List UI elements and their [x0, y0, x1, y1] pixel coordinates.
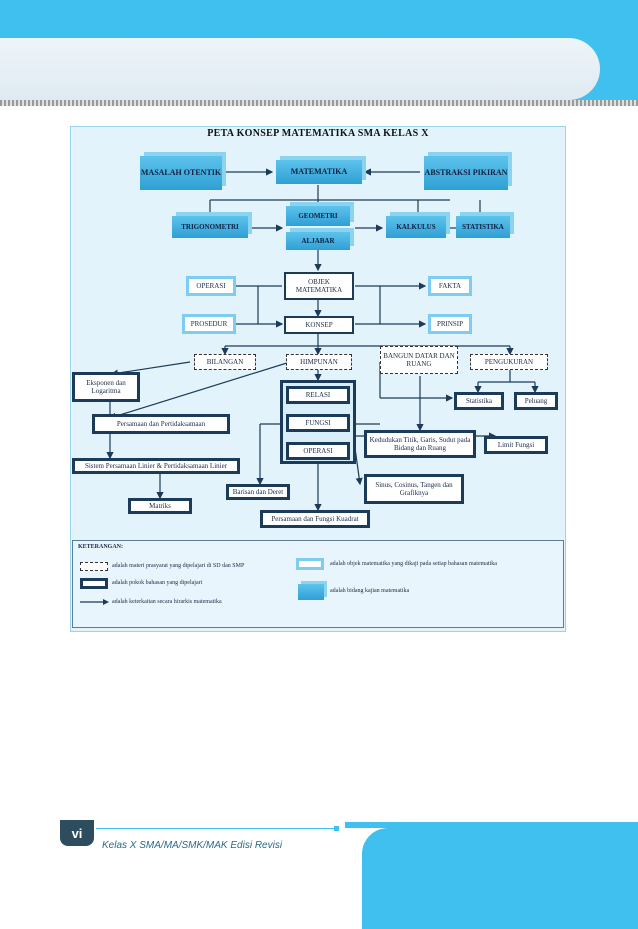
node-aljabar: ALJABAR: [286, 232, 350, 250]
node-fungsi: FUNGSI: [286, 414, 350, 432]
node-kuadrat: Persamaan dan Fungsi Kuadrat: [260, 510, 370, 528]
concept-map-title: PETA KONSEP MATEMATIKA SMA KELAS X: [207, 128, 429, 139]
legend-light-text: adalah objek matematika yang dikaji pada…: [330, 561, 497, 567]
node-fakta: FAKTA: [428, 276, 472, 296]
legend-cube-text: adalah bidang kajian matematika: [330, 588, 410, 594]
node-prosedur: PROSEDUR: [182, 314, 236, 334]
node-persamaan-pertidaksamaan: Persamaan dan Pertidaksamaan: [92, 414, 230, 434]
node-geometri: GEOMETRI: [286, 206, 350, 226]
node-relasi: RELASI: [286, 386, 350, 404]
node-eksponen: Eksponen dan Logaritma: [72, 372, 140, 402]
node-pengukuran: PENGUKURAN: [470, 354, 548, 370]
legend-title: KETERANGAN:: [78, 544, 124, 550]
legend-cube-sample: [298, 584, 324, 600]
legend-dotted-text: adalah materi prasyarat yang dipelajari …: [112, 563, 245, 569]
node-sinus: Sinus, Cosinus, Tangen dan Grafiknya: [364, 474, 464, 504]
node-abstraksi-pikiran: ABSTRAKSI PIKIRAN: [424, 156, 508, 190]
footer-line: [96, 828, 336, 829]
node-statistika-top: STATISTIKA: [456, 216, 510, 238]
node-limit-fungsi: Limit Fungsi: [484, 436, 548, 454]
legend-thick-text: adalah pokok bahasan yang dipelajari: [112, 580, 203, 586]
node-kalkulus: KALKULUS: [386, 216, 446, 238]
header-card: [0, 38, 600, 100]
legend-thick-sample: [80, 578, 108, 589]
node-konsep: KONSEP: [284, 316, 354, 334]
node-masalah-otentik: MASALAH OTENTIK: [140, 156, 222, 190]
node-himpunan: HIMPUNAN: [286, 354, 352, 370]
node-operasi: OPERASI: [286, 442, 350, 460]
footer-bar: [345, 822, 638, 828]
node-objek-matematika: OBJEK MATEMATIKA: [284, 272, 354, 300]
node-prinsip: PRINSIP: [428, 314, 472, 334]
footer-dot: [334, 826, 339, 831]
footer-blue-shape: [362, 828, 638, 929]
node-bangun-datar: BANGUN DATAR DAN RUANG: [380, 346, 458, 374]
node-spl: Sistem Persamaan Linier & Pertidaksamaan…: [72, 458, 240, 474]
legend-arrow-sample: [80, 599, 109, 605]
header-stripe: [0, 100, 638, 106]
node-trigonometri: TRIGONOMETRI: [172, 216, 248, 238]
node-statistika: Statistika: [454, 392, 504, 410]
node-peluang: Peluang: [514, 392, 558, 410]
node-bilangan: BILANGAN: [194, 354, 256, 370]
node-barisan: Barisan dan Deret: [226, 484, 290, 500]
node-operasi-top: OPERASI: [186, 276, 236, 296]
node-kedudukan: Kedudukan Titik, Garis, Sudut pada Bidan…: [364, 430, 476, 458]
legend-dotted-sample: [80, 562, 108, 571]
legend-light-sample: [296, 558, 324, 570]
legend-arrow-text: adalah keterkaitan secara hirarkis matem…: [112, 599, 222, 605]
node-matematika: MATEMATIKA: [276, 160, 362, 184]
footer-book-title: Kelas X SMA/MA/SMK/MAK Edisi Revisi: [102, 840, 283, 851]
page-number: vi: [60, 820, 94, 846]
node-matriks: Matriks: [128, 498, 192, 514]
